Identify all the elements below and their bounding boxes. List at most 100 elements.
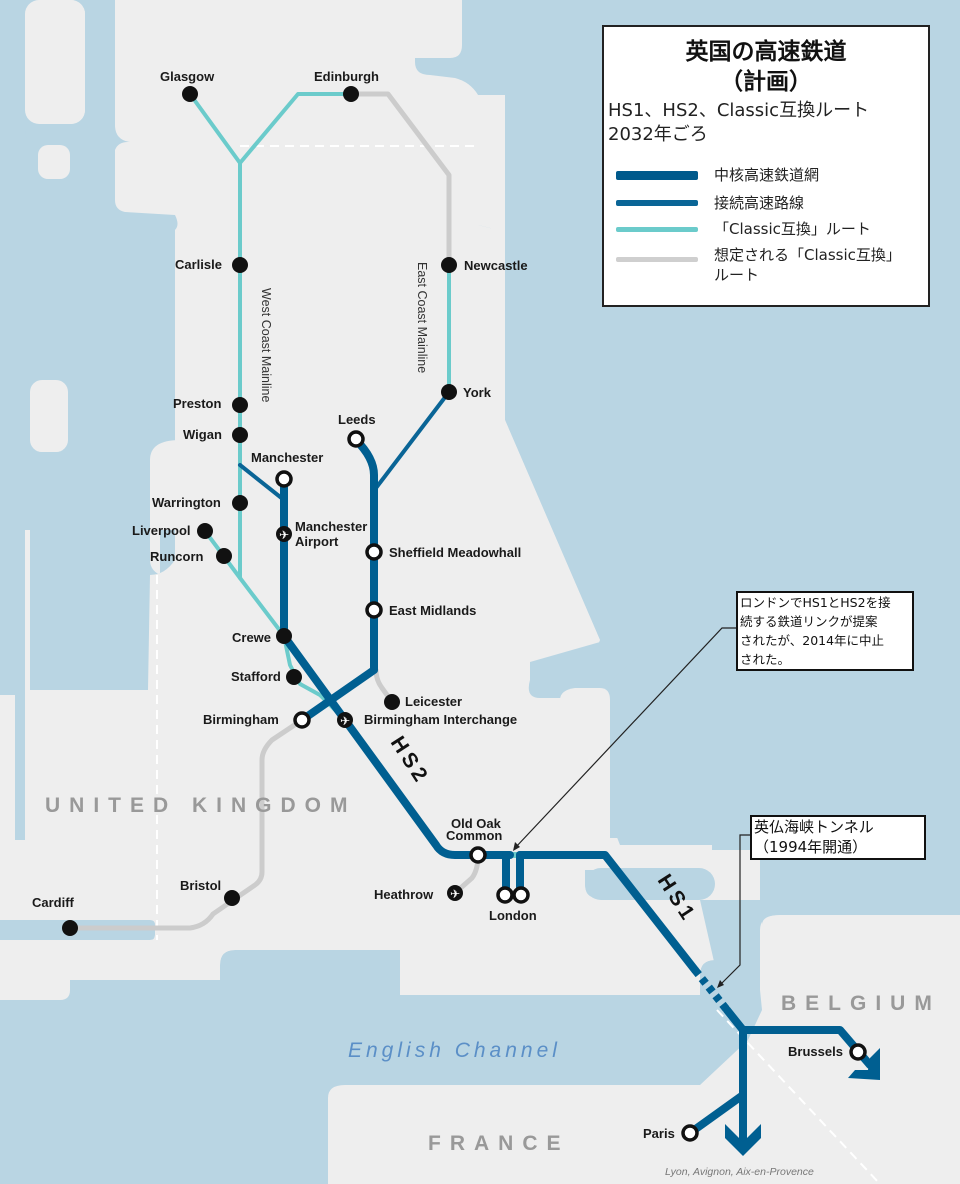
station-birmingham[interactable] — [293, 711, 311, 729]
note-tunnel-line1: 英仏海峡トンネル — [754, 818, 874, 836]
label-birmingham-interchange: Birmingham Interchange — [364, 712, 517, 727]
note-tunnel-line2: （1994年開通） — [754, 838, 868, 856]
station-leeds[interactable] — [347, 430, 365, 448]
label-stafford: Stafford — [231, 669, 281, 684]
label-france: FRANCE — [428, 1132, 570, 1155]
station-london-2[interactable] — [512, 886, 530, 904]
note-channel-tunnel: 英仏海峡トンネル （1994年開通） — [750, 815, 926, 860]
station-newcastle[interactable] — [441, 257, 457, 273]
legend-item-core: 中核高速鉄道網 — [616, 165, 819, 185]
label-cardiff: Cardiff — [32, 895, 75, 910]
classic-stations — [62, 86, 457, 936]
classic-swatch — [616, 227, 698, 232]
legend-title-line2: （計画） — [720, 69, 812, 95]
label-paris: Paris — [643, 1126, 675, 1141]
station-liverpool[interactable] — [197, 523, 213, 539]
station-stafford[interactable] — [286, 669, 302, 685]
station-cardiff[interactable] — [62, 920, 78, 936]
station-manchester[interactable] — [275, 470, 293, 488]
label-east-coast-mainline: East Coast Mainline — [415, 262, 429, 373]
station-carlisle[interactable] — [232, 257, 248, 273]
station-east-midlands[interactable] — [365, 601, 383, 619]
east-anglia — [560, 688, 610, 838]
label-wigan: Wigan — [183, 427, 222, 442]
label-warrington: Warrington — [152, 495, 221, 510]
note-link-line1: ロンドンでHS1とHS2を接 — [740, 595, 891, 610]
station-london-1[interactable] — [496, 886, 514, 904]
label-crewe: Crewe — [232, 630, 271, 645]
label-united-kingdom: UNITED KINGDOM — [45, 794, 357, 817]
label-belgium: BELGIUM — [781, 992, 941, 1015]
label-carlisle: Carlisle — [175, 257, 222, 272]
connect-hs-swatch — [616, 200, 698, 206]
label-manchester: Manchester — [251, 450, 323, 465]
note-cancelled-link: ロンドンでHS1とHS2を接 続する鉄道リンクが提案 されたが、2014年に中止… — [736, 591, 914, 671]
legend-item-classic: 「Classic互換」ルート — [616, 219, 871, 239]
legend-item-proposed: 想定される「Classic互換」 ルート — [616, 245, 901, 285]
english-channel — [0, 980, 762, 1184]
station-runcorn[interactable] — [216, 548, 232, 564]
note-link-line2: 続する鉄道リンクが提案 — [740, 614, 878, 629]
station-preston[interactable] — [232, 397, 248, 413]
label-birmingham: Birmingham — [203, 712, 279, 727]
core-hs-swatch — [616, 171, 698, 180]
station-brussels[interactable] — [849, 1043, 867, 1061]
legend-label-core: 中核高速鉄道網 — [714, 166, 820, 184]
legend-subtitle-line1: HS1、HS2、Classic互換ルート — [608, 100, 870, 121]
proposed-swatch — [616, 257, 698, 262]
label-manchester-airport-2: Airport — [295, 534, 339, 549]
label-london: London — [489, 908, 537, 923]
label-heathrow: Heathrow — [374, 887, 434, 902]
station-crewe[interactable] — [276, 628, 292, 644]
plane-icon: ✈ — [279, 528, 289, 542]
legend-subtitle-line2: 2032年ごろ — [608, 124, 708, 145]
station-york[interactable] — [441, 384, 457, 400]
channel-tunnel — [691, 967, 731, 1013]
label-runcorn: Runcorn — [150, 549, 204, 564]
station-wigan[interactable] — [232, 427, 248, 443]
label-liverpool: Liverpool — [132, 523, 191, 538]
station-labels: Glasgow Edinburgh Carlisle Newcastle Yor… — [32, 69, 843, 1141]
legend-item-connect: 接続高速路線 — [616, 193, 804, 213]
station-sheffield[interactable] — [365, 543, 383, 561]
note-link-line4: された。 — [740, 652, 791, 667]
station-manchester-airport[interactable]: ✈ — [276, 526, 292, 542]
station-warrington[interactable] — [232, 495, 248, 511]
label-preston: Preston — [173, 396, 221, 411]
label-brussels: Brussels — [788, 1044, 843, 1059]
borders — [156, 145, 881, 1184]
legend-label-proposed-2: ルート — [714, 266, 760, 284]
note-link-line3: されたが、2014年に中止 — [740, 633, 885, 648]
label-newcastle: Newcastle — [464, 258, 528, 273]
arrow-southeast-icon — [848, 1048, 880, 1080]
station-old-oak[interactable] — [469, 846, 487, 864]
station-glasgow[interactable] — [182, 86, 198, 102]
station-edinburgh[interactable] — [343, 86, 359, 102]
arrow-heads — [725, 1048, 880, 1156]
hs-stations — [275, 430, 867, 1142]
label-old-oak-1: Old Oak — [451, 816, 502, 831]
station-bristol[interactable] — [224, 890, 240, 906]
legend-label-classic: 「Classic互換」ルート — [714, 220, 871, 238]
station-paris[interactable] — [681, 1124, 699, 1142]
label-sheffield: Sheffield Meadowhall — [389, 545, 521, 560]
station-leicester[interactable] — [384, 694, 400, 710]
legend-title-line1: 英国の高速鉄道 — [685, 39, 847, 65]
label-glasgow: Glasgow — [160, 69, 215, 84]
station-birmingham-interchange[interactable]: ✈ — [337, 712, 353, 728]
airport-stations: ✈ ✈ ✈ — [276, 526, 463, 901]
thames-estuary — [585, 868, 715, 900]
annotation-arrowheads — [513, 842, 724, 988]
label-west-coast-mainline: West Coast Mainline — [259, 288, 273, 402]
label-manchester-airport-1: Manchester — [295, 519, 367, 534]
label-york: York — [463, 385, 492, 400]
arrow-south-icon — [725, 1124, 761, 1156]
label-east-midlands: East Midlands — [389, 603, 476, 618]
label-edinburgh: Edinburgh — [314, 69, 379, 84]
plane-icon: ✈ — [340, 714, 350, 728]
label-english-channel: English Channel — [348, 1039, 561, 1062]
station-heathrow[interactable]: ✈ — [447, 885, 463, 901]
annotation-leaders — [514, 627, 752, 986]
label-old-oak-2: Common — [446, 828, 502, 843]
